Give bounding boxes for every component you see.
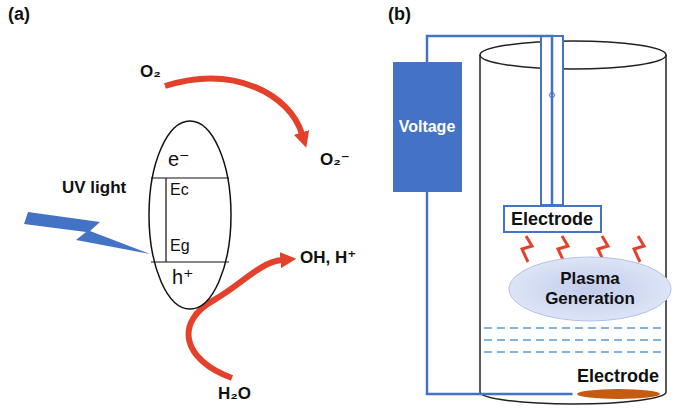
band-label: Eg	[170, 237, 190, 255]
voltage-source: Voltage	[393, 62, 462, 192]
species-label: OH, H⁺	[300, 248, 356, 268]
reactor-wall	[479, 55, 481, 392]
uv-bolt	[24, 212, 150, 254]
water-surface	[484, 328, 662, 352]
band-label: Ec	[170, 181, 189, 199]
species-label: O₂⁻	[320, 150, 350, 170]
particle-outline	[149, 121, 231, 309]
source-label: Voltage	[399, 118, 456, 136]
band-edge	[165, 178, 166, 262]
panel-label: (b)	[388, 4, 411, 25]
species-label: H₂O	[218, 384, 251, 404]
plasma-region: Plasma Generation	[508, 256, 672, 322]
semiconductor-particle: e⁻ EcEg h⁺	[148, 120, 232, 310]
electron-label: e⁻	[168, 148, 190, 171]
reactor-wall	[665, 55, 667, 392]
panel-label: (a)	[8, 4, 30, 25]
reactor-top	[480, 41, 666, 69]
electrode-disk	[577, 389, 660, 399]
plasma-cloud	[509, 257, 671, 321]
electrode-plate: Electrode	[503, 205, 602, 233]
hole-label: h⁺	[172, 266, 194, 289]
ground-electrode: Electrode	[573, 366, 664, 400]
plasma-label: Plasma Generation	[535, 269, 645, 308]
electrode-label: Electrode	[577, 366, 659, 387]
electrode-label: Electrode	[511, 209, 593, 230]
light-label: UV light	[62, 178, 126, 198]
band-edge	[151, 177, 229, 178]
band-edge	[151, 261, 229, 262]
species-label: O₂	[140, 62, 161, 82]
